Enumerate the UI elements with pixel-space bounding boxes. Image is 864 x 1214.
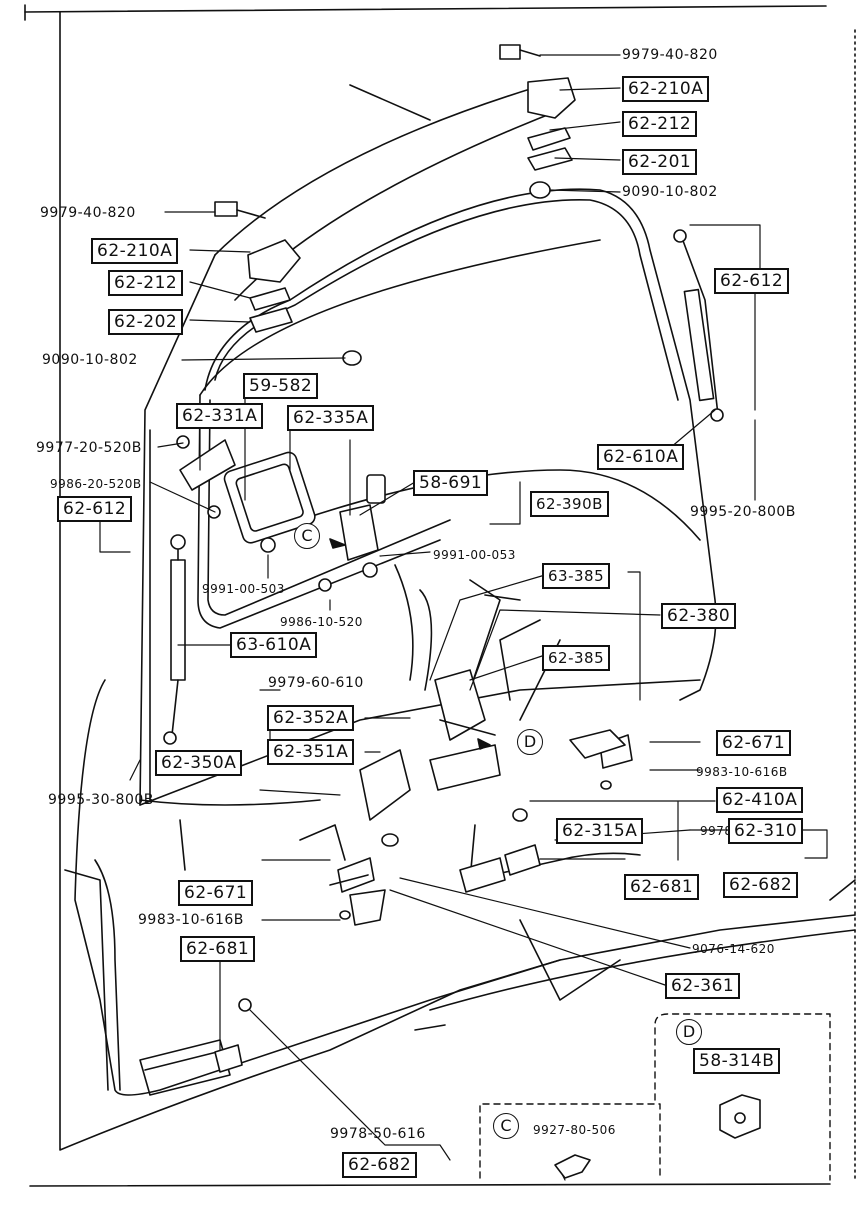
label-9979-40-820-left: 9979-40-820 <box>40 205 136 221</box>
box-62-351a: 62-351A <box>267 739 355 765</box>
box-62-681-right: 62-681 <box>624 874 700 900</box>
box-62-335a: 62-335A <box>287 405 375 431</box>
label-9977-20-520b: 9977-20-520B <box>36 440 142 456</box>
box-62-212-left: 62-212 <box>108 270 184 296</box>
label-9979-60-610: 9979-60-610 <box>268 675 364 691</box>
label-9927-80-506: 9927-80-506 <box>533 1123 616 1137</box>
frame-lines <box>24 4 856 1187</box>
label-9995-20-800b: 9995-20-800B <box>690 504 796 520</box>
box-58-314b: 58-314B <box>693 1048 781 1074</box>
box-63-385: 63-385 <box>542 563 611 589</box>
box-62-210a-right: 62-210A <box>622 76 710 102</box>
hinge-right-parts <box>499 44 576 199</box>
label-9978-50-616-bottom: 9978-50-616 <box>330 1126 426 1142</box>
box-62-350a: 62-350A <box>155 750 243 776</box>
latch-assembly <box>214 669 633 1073</box>
label-9090-10-802-right: 9090-10-802 <box>622 184 718 200</box>
hinge-left-parts <box>214 201 362 366</box>
box-62-671-right: 62-671 <box>716 730 792 756</box>
box-62-682-right: 62-682 <box>723 872 799 898</box>
box-62-410a: 62-410A <box>716 787 804 813</box>
box-62-212-right: 62-212 <box>622 111 698 137</box>
box-62-390b: 62-390B <box>530 491 609 517</box>
label-9983-10-616b-right: 9983-10-616B <box>696 765 788 779</box>
box-63-610a: 63-610A <box>230 632 318 658</box>
box-62-380: 62-380 <box>661 603 737 629</box>
label-9090-10-802-left: 9090-10-802 <box>42 352 138 368</box>
box-62-671-left: 62-671 <box>178 880 254 906</box>
motor-assembly <box>176 435 386 592</box>
box-59-582: 59-582 <box>243 373 319 399</box>
box-62-385: 62-385 <box>542 645 611 671</box>
box-62-331a: 62-331A <box>176 403 264 429</box>
label-9991-00-503: 9991-00-503 <box>202 582 285 596</box>
box-62-352a: 62-352A <box>267 705 355 731</box>
label-9991-00-053: 9991-00-053 <box>433 548 516 562</box>
box-62-210a-left: 62-210A <box>91 238 179 264</box>
box-62-202: 62-202 <box>108 309 184 335</box>
callout-c-main: C <box>294 523 320 549</box>
box-62-681-left: 62-681 <box>180 936 256 962</box>
lock-rods <box>394 564 561 721</box>
box-62-315a: 62-315A <box>556 818 644 844</box>
box-58-691: 58-691 <box>413 470 489 496</box>
label-9983-10-616b-left: 9983-10-616B <box>138 912 244 928</box>
label-9986-10-520: 9986-10-520 <box>280 615 363 629</box>
box-62-310: 62-310 <box>728 818 804 844</box>
gas-strut-left <box>163 534 186 745</box>
gas-strut-right <box>673 229 724 422</box>
box-62-361: 62-361 <box>665 973 741 999</box>
inset-parts <box>554 1094 761 1179</box>
label-9986-20-520b: 9986-20-520B <box>50 477 142 491</box>
box-62-610a: 62-610A <box>597 444 685 470</box>
inset-boxes <box>479 1013 831 1181</box>
callout-d-inset: D <box>676 1019 702 1045</box>
label-9995-30-800b: 9995-30-800B <box>48 792 154 808</box>
label-9979-40-820-top: 9979-40-820 <box>622 47 718 63</box>
callout-c-inset: C <box>493 1113 519 1139</box>
box-62-682-bottom: 62-682 <box>342 1152 418 1178</box>
leader-lines <box>99 54 828 1181</box>
box-62-612-left: 62-612 <box>57 496 133 522</box>
arrows <box>329 538 491 750</box>
box-62-201: 62-201 <box>622 149 698 175</box>
label-9076-14-620: 9076-14-620 <box>692 942 775 956</box>
box-62-612-right: 62-612 <box>714 268 790 294</box>
callout-d-main: D <box>517 729 543 755</box>
